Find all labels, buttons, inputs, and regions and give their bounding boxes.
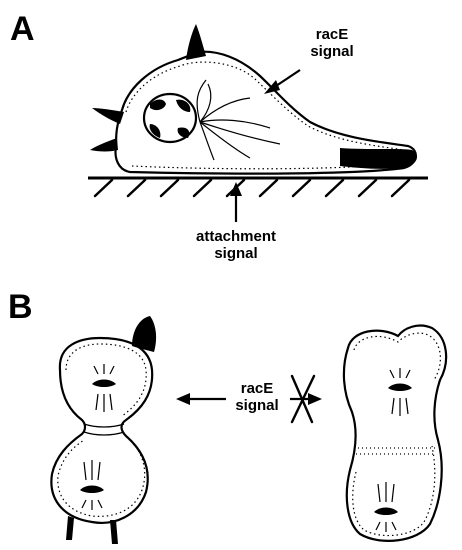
- left-pseudopod-upper: [92, 108, 124, 124]
- race-arrow-a: [264, 70, 300, 94]
- attachment-arrow: [230, 182, 242, 222]
- dividing-cell-pseudopod: [132, 316, 156, 352]
- dividing-cell-outline: [51, 338, 152, 523]
- nonfurrowed-cell-outline: [344, 326, 446, 541]
- panel-a-cell: [88, 24, 428, 222]
- leading-edge: [340, 148, 417, 169]
- race-signal-label-a: racE signal: [292, 26, 372, 60]
- top-pseudopod: [186, 24, 206, 60]
- panel-a-letter: A: [10, 12, 35, 46]
- race-label-b-line2: signal: [218, 397, 296, 414]
- panel-b-letter: B: [8, 290, 33, 324]
- dividing-cell-foot-right: [110, 520, 118, 544]
- race-label-line1: racE: [292, 26, 372, 43]
- panel-b-right-cell: [344, 326, 446, 541]
- dividing-cell-foot-left: [66, 516, 74, 540]
- attachment-signal-label: attachment signal: [176, 228, 296, 262]
- attachment-label-line2: signal: [176, 245, 296, 262]
- race-label-b-line1: racE: [218, 380, 296, 397]
- attachment-label-line1: attachment: [176, 228, 296, 245]
- left-pseudopod-lower: [90, 138, 118, 152]
- race-label-line2: signal: [292, 43, 372, 60]
- race-signal-label-b: racE signal: [218, 380, 296, 414]
- panel-b-left-cell: [51, 316, 156, 544]
- substrate-hatching: [95, 180, 409, 196]
